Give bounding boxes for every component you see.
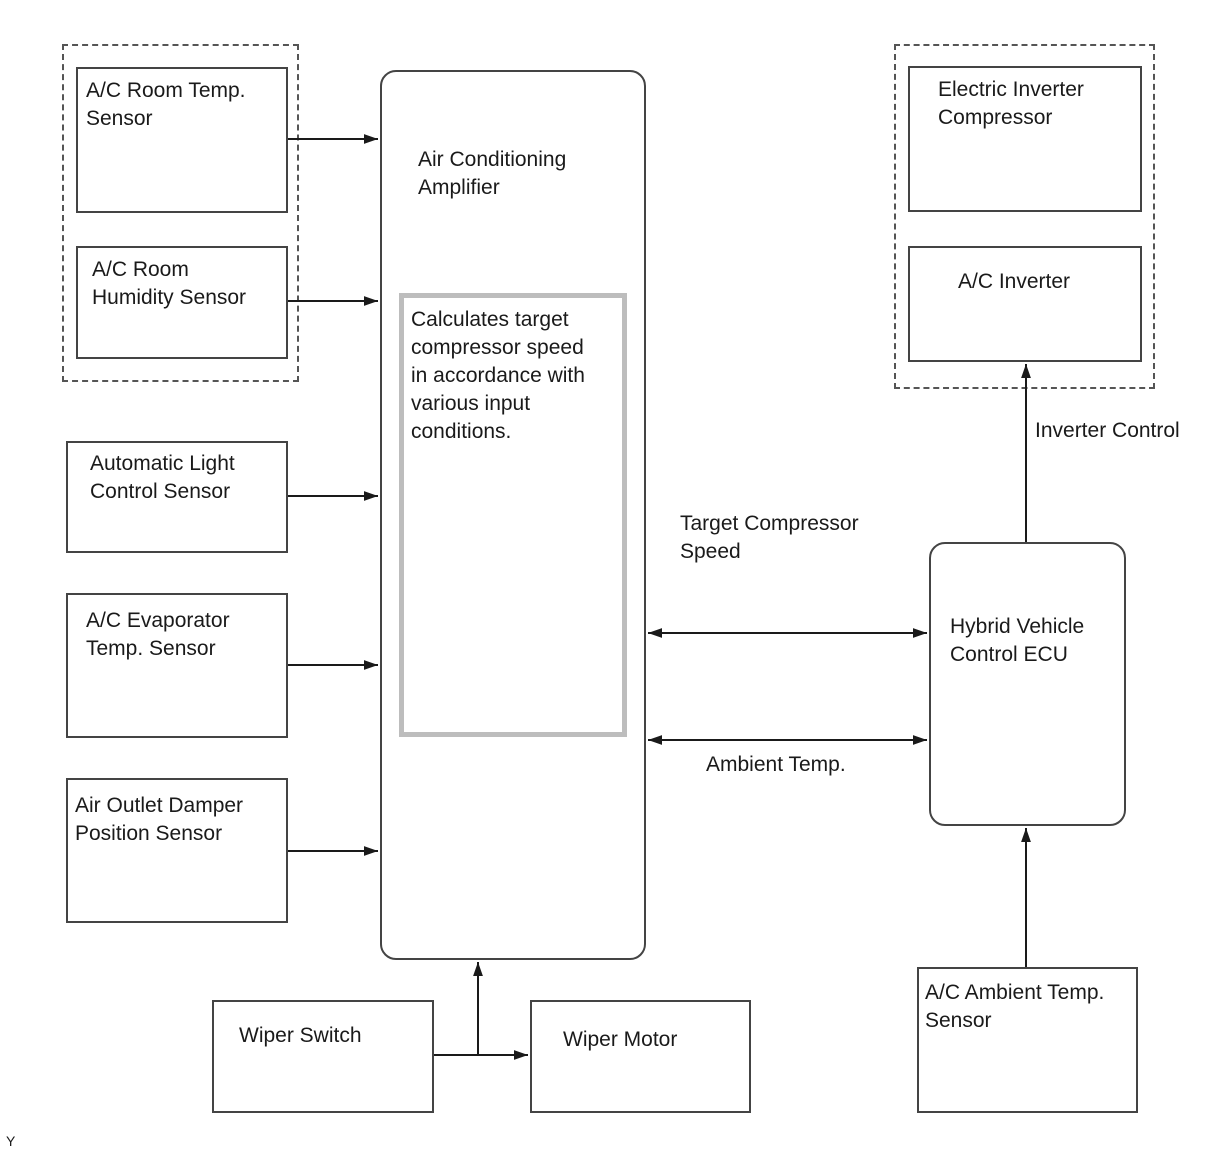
- room-humidity-sensor-label: A/C Room Humidity Sensor: [92, 258, 247, 309]
- ambient-temp-sensor-label: A/C Ambient Temp. Sensor: [925, 981, 1105, 1032]
- auto-light-sensor-block: Automatic Light Control Sensor: [66, 441, 288, 553]
- sensor-group-dashed-outline: [62, 44, 299, 382]
- ac-inverter-label: A/C Inverter: [958, 270, 1071, 293]
- room-temp-sensor-label: A/C Room Temp. Sensor: [86, 79, 246, 130]
- electric-inverter-compressor-block: Electric Inverter Compressor: [908, 66, 1142, 212]
- wiper-switch-label: Wiper Switch: [239, 1024, 362, 1047]
- amplifier-function-text: Calculates target compressor speed in ac…: [411, 308, 585, 443]
- evaporator-temp-sensor-block: A/C Evaporator Temp. Sensor: [66, 593, 288, 738]
- inverter-control-label: Inverter Control: [1035, 419, 1180, 442]
- wiper-motor-block: Wiper Motor: [530, 1000, 751, 1113]
- ac-inverter-block: A/C Inverter: [908, 246, 1142, 362]
- auto-light-sensor-label: Automatic Light Control Sensor: [90, 452, 235, 503]
- compressor-group-dashed-outline: [894, 44, 1155, 389]
- wiper-switch-block: Wiper Switch: [212, 1000, 434, 1113]
- air-outlet-damper-sensor-block: Air Outlet Damper Position Sensor: [66, 778, 288, 923]
- hybrid-vehicle-control-ecu-block: Hybrid Vehicle Control ECU: [929, 542, 1126, 826]
- electric-inverter-compressor-label: Electric Inverter Compressor: [938, 78, 1084, 129]
- evaporator-temp-sensor-label: A/C Evaporator Temp. Sensor: [86, 609, 230, 660]
- amplifier-function-block: Calculates target compressor speed in ac…: [399, 293, 627, 737]
- wiper-motor-label: Wiper Motor: [563, 1028, 678, 1051]
- room-temp-sensor-block: A/C Room Temp. Sensor: [76, 67, 288, 213]
- air-outlet-damper-sensor-label: Air Outlet Damper Position Sensor: [75, 794, 244, 845]
- room-humidity-sensor-block: A/C Room Humidity Sensor: [76, 246, 288, 359]
- corner-mark: Y: [6, 1133, 16, 1149]
- target-compressor-speed-label: Target Compressor Speed: [680, 512, 859, 563]
- amplifier-label: Air Conditioning Amplifier: [418, 148, 567, 199]
- hybrid-vehicle-control-ecu-label: Hybrid Vehicle Control ECU: [950, 615, 1085, 666]
- ambient-temp-sensor-block: A/C Ambient Temp. Sensor: [917, 967, 1138, 1113]
- ambient-temp-label: Ambient Temp.: [706, 753, 846, 776]
